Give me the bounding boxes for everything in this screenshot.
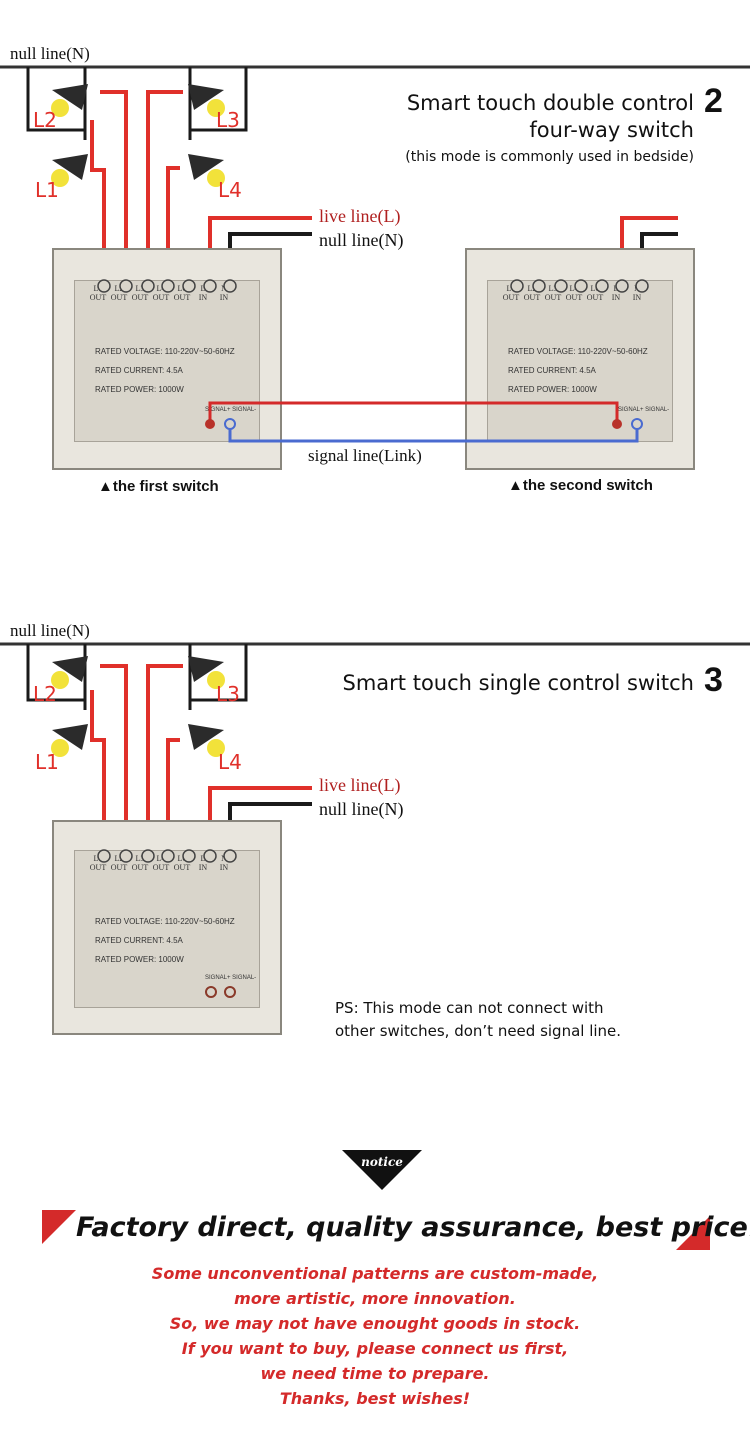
null-line-top-label: null line(N) bbox=[10, 621, 90, 640]
lamp-label-l4: L4 bbox=[218, 178, 242, 202]
rated-voltage: RATED VOLTAGE: 110-220V~50-60HZ bbox=[95, 347, 235, 356]
section-three-overlay bbox=[97, 849, 237, 998]
section-two-title-line2: four-way switch bbox=[529, 118, 694, 142]
section-two-overlay bbox=[97, 279, 649, 443]
ps-note-line1: PS: This mode can not connect with bbox=[335, 999, 604, 1017]
null-line-label: null line(N) bbox=[319, 799, 404, 819]
rated-current: RATED CURRENT: 4.5A bbox=[95, 936, 183, 945]
section-three-number: 3 bbox=[704, 661, 723, 699]
section-two-subtitle: (this mode is commonly used in bedside) bbox=[405, 149, 694, 165]
notice-line: Some unconventional patterns are custom-… bbox=[151, 1264, 599, 1283]
section-two-number: 2 bbox=[704, 82, 723, 120]
lamp-icon bbox=[51, 724, 88, 757]
lamp-label-l3: L3 bbox=[216, 682, 240, 706]
rated-voltage: RATED VOLTAGE: 110-220V~50-60HZ bbox=[95, 917, 235, 926]
signal-line-label: signal line(Link) bbox=[306, 446, 424, 466]
lamp-label-l1: L1 bbox=[35, 750, 59, 774]
rated-power: RATED POWER: 1000W bbox=[95, 955, 184, 964]
notice-badge-icon bbox=[342, 1150, 422, 1190]
notice-line: If you want to buy, please connect us fi… bbox=[181, 1339, 569, 1358]
live-line-label: live line(L) bbox=[319, 206, 401, 226]
notice-line: we need time to prepare. bbox=[260, 1364, 490, 1383]
rated-voltage: RATED VOLTAGE: 110-220V~50-60HZ bbox=[508, 347, 648, 356]
ps-note-line2: other switches, don’t need signal line. bbox=[335, 1022, 622, 1040]
rated-power: RATED POWER: 1000W bbox=[95, 385, 184, 394]
signal-terminal-label: SIGNAL+ SIGNAL- bbox=[205, 975, 257, 981]
notice-badge-text: notice bbox=[361, 1155, 403, 1169]
notice-line: Thanks, best wishes! bbox=[279, 1389, 471, 1408]
lamp-label-l1: L1 bbox=[35, 178, 59, 202]
live-line-label: live line(L) bbox=[319, 775, 401, 795]
red-corner-left-icon bbox=[42, 1210, 76, 1244]
signal-terminal-label: SIGNAL+ SIGNAL- bbox=[618, 407, 670, 413]
lamp-label-l4: L4 bbox=[218, 750, 242, 774]
rated-current: RATED CURRENT: 4.5A bbox=[508, 366, 596, 375]
notice-line: So, we may not have enought goods in sto… bbox=[169, 1314, 581, 1333]
lamp-icon bbox=[188, 154, 225, 187]
lamp-icon bbox=[51, 656, 88, 689]
second-switch-caption: ▲the second switch bbox=[508, 477, 653, 494]
section-three-title: Smart touch single control switch bbox=[342, 671, 694, 695]
ps-note: PS: This mode can not connect with other… bbox=[335, 997, 621, 1043]
notice-line: more artistic, more innovation. bbox=[234, 1289, 516, 1308]
null-line-label: null line(N) bbox=[319, 230, 404, 250]
lamp-label-l3: L3 bbox=[216, 108, 240, 132]
lamp-icon bbox=[188, 84, 225, 117]
section-two-title-line1: Smart touch double control bbox=[406, 91, 694, 115]
notice-headline: Factory direct, quality assurance, best … bbox=[76, 1212, 750, 1243]
null-line-top-label: null line(N) bbox=[10, 44, 90, 63]
lamp-icon bbox=[51, 84, 88, 117]
lamp-label-l2: L2 bbox=[33, 108, 57, 132]
lamp-icon bbox=[188, 724, 225, 757]
lamp-label-l2: L2 bbox=[33, 682, 57, 706]
rated-power: RATED POWER: 1000W bbox=[508, 385, 597, 394]
lamp-icon bbox=[188, 656, 225, 689]
red-corner-right-icon bbox=[676, 1216, 710, 1250]
first-switch-caption: ▲the first switch bbox=[98, 478, 219, 495]
lamp-icon bbox=[51, 154, 88, 187]
rated-current: RATED CURRENT: 4.5A bbox=[95, 366, 183, 375]
signal-terminal-label: SIGNAL+ SIGNAL- bbox=[205, 407, 257, 413]
